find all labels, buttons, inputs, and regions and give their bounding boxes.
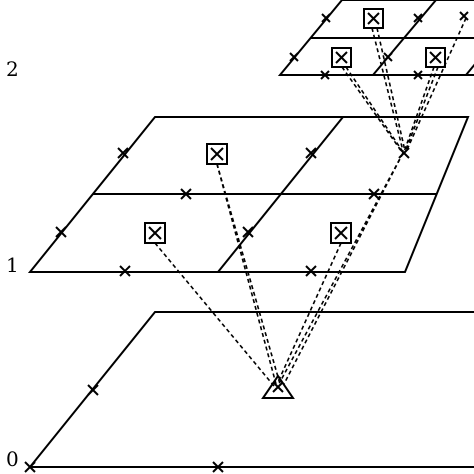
level-2-grid-line-diagonal-2 <box>465 63 474 76</box>
edge-cross-marker <box>413 70 423 80</box>
edge-cross-marker <box>212 461 224 473</box>
edge-cross-marker <box>320 70 330 80</box>
connector-line <box>216 163 281 385</box>
level-2-to-1-connectors <box>341 17 467 153</box>
apex-triangle-cross-marker <box>261 374 295 399</box>
connector-line <box>405 17 467 153</box>
connector-line <box>277 242 342 383</box>
level-2-cell-markers <box>331 8 446 68</box>
connector-line <box>283 152 404 385</box>
edge-cross-marker <box>24 461 36 473</box>
edge-cross-marker <box>459 11 469 21</box>
level-0-edge-markers <box>24 384 224 473</box>
boxed-cross-marker <box>425 47 446 68</box>
level-label-0: 0 <box>6 447 19 471</box>
edge-cross-marker <box>87 384 99 396</box>
level-2-plane <box>277 0 474 80</box>
edge-cross-marker <box>305 147 317 159</box>
edge-cross-marker <box>305 265 317 277</box>
boxed-cross-marker <box>330 222 352 244</box>
boxed-cross-marker <box>331 47 352 68</box>
level-label-1: 1 <box>6 253 19 277</box>
level-1-edge-markers <box>55 147 380 277</box>
level-2-quad <box>277 0 474 76</box>
connector-line <box>216 163 277 385</box>
edge-cross-marker <box>321 13 331 23</box>
edge-cross-marker <box>242 226 254 238</box>
boxed-cross-marker <box>144 222 166 244</box>
connector-line <box>403 66 435 153</box>
level-2-grid-line-diagonal <box>372 0 437 76</box>
connector-line <box>345 66 404 153</box>
level-1-quad <box>27 116 470 273</box>
edge-cross-marker <box>289 52 299 62</box>
level-0-plane <box>24 311 474 473</box>
boxed-cross-marker <box>363 8 384 29</box>
level-2-edge-markers <box>289 11 469 80</box>
edge-cross-marker <box>368 188 380 200</box>
edge-cross-marker <box>119 265 131 277</box>
boxed-cross-marker <box>206 143 228 165</box>
level-label-2: 2 <box>6 57 19 81</box>
connector-line <box>371 27 404 152</box>
edge-cross-marker <box>383 52 393 62</box>
connector-line <box>154 242 275 387</box>
level-0-quad <box>27 311 474 468</box>
connector-line <box>376 27 406 152</box>
edge-cross-marker <box>55 226 67 238</box>
connector-line <box>404 66 439 153</box>
connector-line <box>341 66 403 153</box>
edge-cross-marker <box>413 13 423 23</box>
edge-cross-marker <box>180 188 192 200</box>
edge-cross-marker <box>117 147 129 159</box>
level-1-to-0-connectors <box>154 152 404 387</box>
